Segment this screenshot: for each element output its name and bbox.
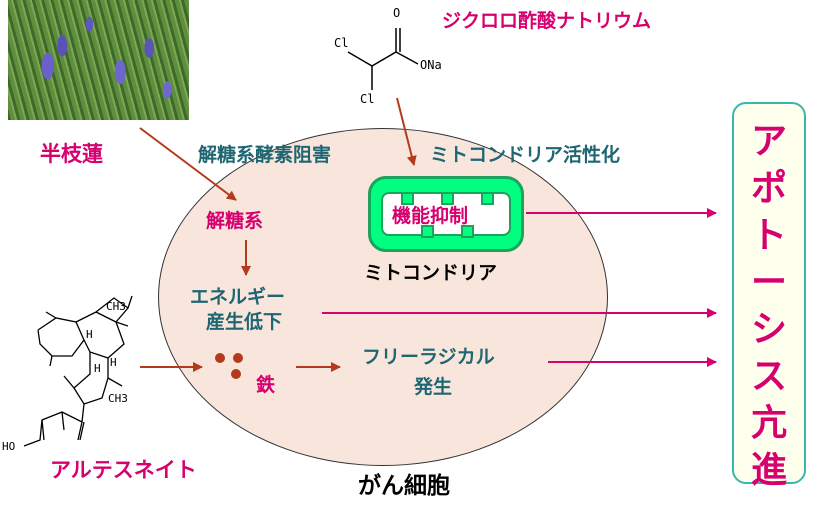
cristae-tooth <box>481 192 494 205</box>
iron-label: 鉄 <box>256 374 276 396</box>
artesunate-atom-h: H <box>110 356 117 369</box>
iron-dot <box>215 353 225 363</box>
cristae-tooth <box>461 225 474 238</box>
arrow-plant-to-glycolysis <box>139 127 237 201</box>
apoptosis-char: ス <box>750 356 787 397</box>
mitochondria-shape <box>368 176 524 252</box>
free-radical-label-line1: フリーラジカル <box>362 346 495 368</box>
glycolytic-enzyme-inhibition-label: 解糖系酵素阻害 <box>198 144 332 166</box>
glycolysis-label: 解糖系 <box>206 210 264 232</box>
cristae-tooth <box>421 225 434 238</box>
dca-label: ジクロロ酢酸ナトリウム <box>442 10 652 32</box>
cristae-tooth <box>401 192 414 205</box>
plant-label: 半枝蓮 <box>40 142 103 166</box>
apoptosis-char: ポ <box>750 168 787 209</box>
artesunate-atom-ho: HO <box>2 440 16 453</box>
artesunate-structure <box>23 295 133 447</box>
apoptosis-char: ト <box>750 215 787 256</box>
iron-dot <box>233 353 243 363</box>
apoptosis-char: 亢 <box>750 403 787 444</box>
mitochondria-label: ミトコンドリア <box>364 262 498 284</box>
cancer-cell-label: がん細胞 <box>358 473 450 499</box>
apoptosis-char: 進 <box>750 450 787 491</box>
mitochondria-inner <box>381 192 511 238</box>
energy-label-line1: エネルギー <box>190 286 286 308</box>
arrow-dca-to-mito <box>396 97 417 166</box>
apoptosis-char: ー <box>750 262 787 303</box>
dca-structure <box>347 28 419 90</box>
iron-dot <box>231 369 241 379</box>
dca-atom-ona: ONa <box>420 58 442 72</box>
cristae-tooth <box>441 192 454 205</box>
mitochondria-activation-label: ミトコンドリア活性化 <box>430 144 621 166</box>
artesunate-atom-h: H <box>94 362 101 375</box>
artesunate-label: アルテスネイト <box>50 458 197 482</box>
mito-function-suppression-label: 機能抑制 <box>392 205 469 227</box>
artesunate-atom-ch3: CH3 <box>108 392 128 405</box>
apoptosis-label: ア ポ ト ー シ ス 亢 進 <box>732 118 806 494</box>
dca-atom-cl-left: Cl <box>334 36 349 50</box>
apoptosis-box <box>732 102 806 484</box>
artesunate-atom-h: H <box>86 328 93 341</box>
energy-label-line2: 産生低下 <box>206 311 283 333</box>
dca-atom-cl-bottom: Cl <box>360 92 375 106</box>
dca-atom-o: O <box>393 6 401 20</box>
free-radical-label-line2: 発生 <box>414 376 453 398</box>
apoptosis-char: シ <box>750 309 787 350</box>
artesunate-atom-ch3: CH3 <box>106 300 126 313</box>
plant-photo <box>8 0 189 120</box>
apoptosis-char: ア <box>750 121 787 162</box>
